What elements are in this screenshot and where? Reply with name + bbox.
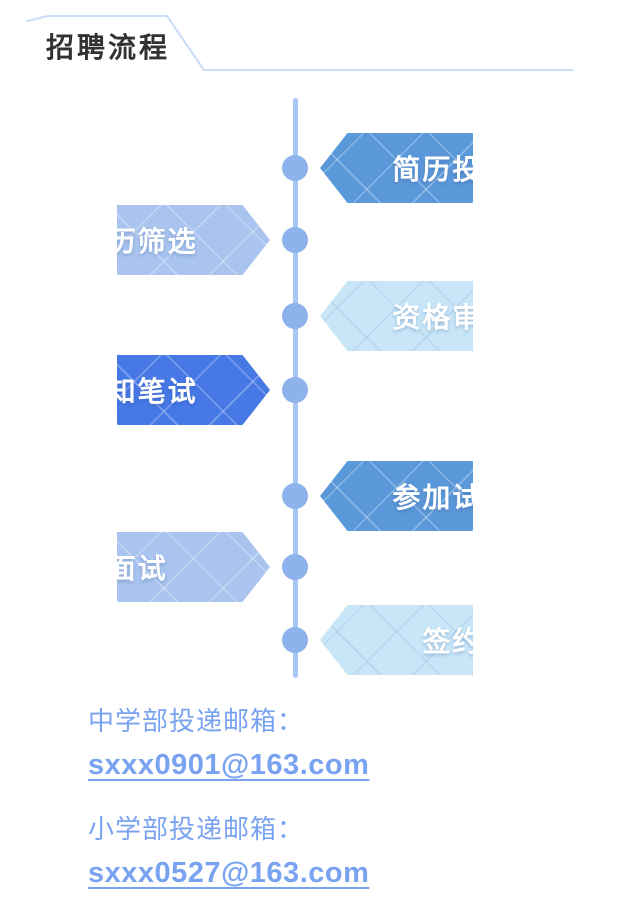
flow-step-written-test-notice: 通知笔试 [117,355,270,425]
flow-step-interview: 面试 [117,532,270,602]
timeline-dot [282,377,308,403]
contact-block-primary-school: 小学部投递邮箱： sxxx0527@163.com [88,814,369,890]
flow-step-label: 简历投递 [392,154,513,185]
header: 招聘流程 [0,0,621,90]
flow-step-label: 通知笔试 [77,376,198,407]
header-decoration-line [26,15,574,71]
flow-step-signing: 签约 [320,605,473,675]
timeline-dot [282,554,308,580]
flow-step-label: 资格审查 [392,302,513,333]
flow-step-resume-screening: 简历筛选 [117,205,270,275]
page-title: 招聘流程 [46,32,171,63]
flow-step-label: 参加试讲 [392,482,513,513]
timeline-dot [282,483,308,509]
timeline-dot [282,303,308,329]
contact-email-link[interactable]: sxxx0901@163.com [88,749,370,781]
contact-label: 中学部投递邮箱： [88,706,305,736]
flow-step-label: 简历筛选 [77,226,198,257]
flow-step-trial-lecture: 参加试讲 [320,461,473,531]
contact-label: 小学部投递邮箱： [88,814,305,844]
contact-block-middle-school: 中学部投递邮箱： sxxx0901@163.com [88,706,369,782]
flow-step-label: 签约 [422,626,483,657]
timeline-dot [282,227,308,253]
flow-step-label: 面试 [107,553,168,584]
timeline-dot [282,155,308,181]
flow-step-qualification-review: 资格审查 [320,281,473,351]
flow-step-resume-submission: 简历投递 [320,133,473,203]
timeline-dot [282,627,308,653]
contact-email-link[interactable]: sxxx0527@163.com [88,857,370,889]
